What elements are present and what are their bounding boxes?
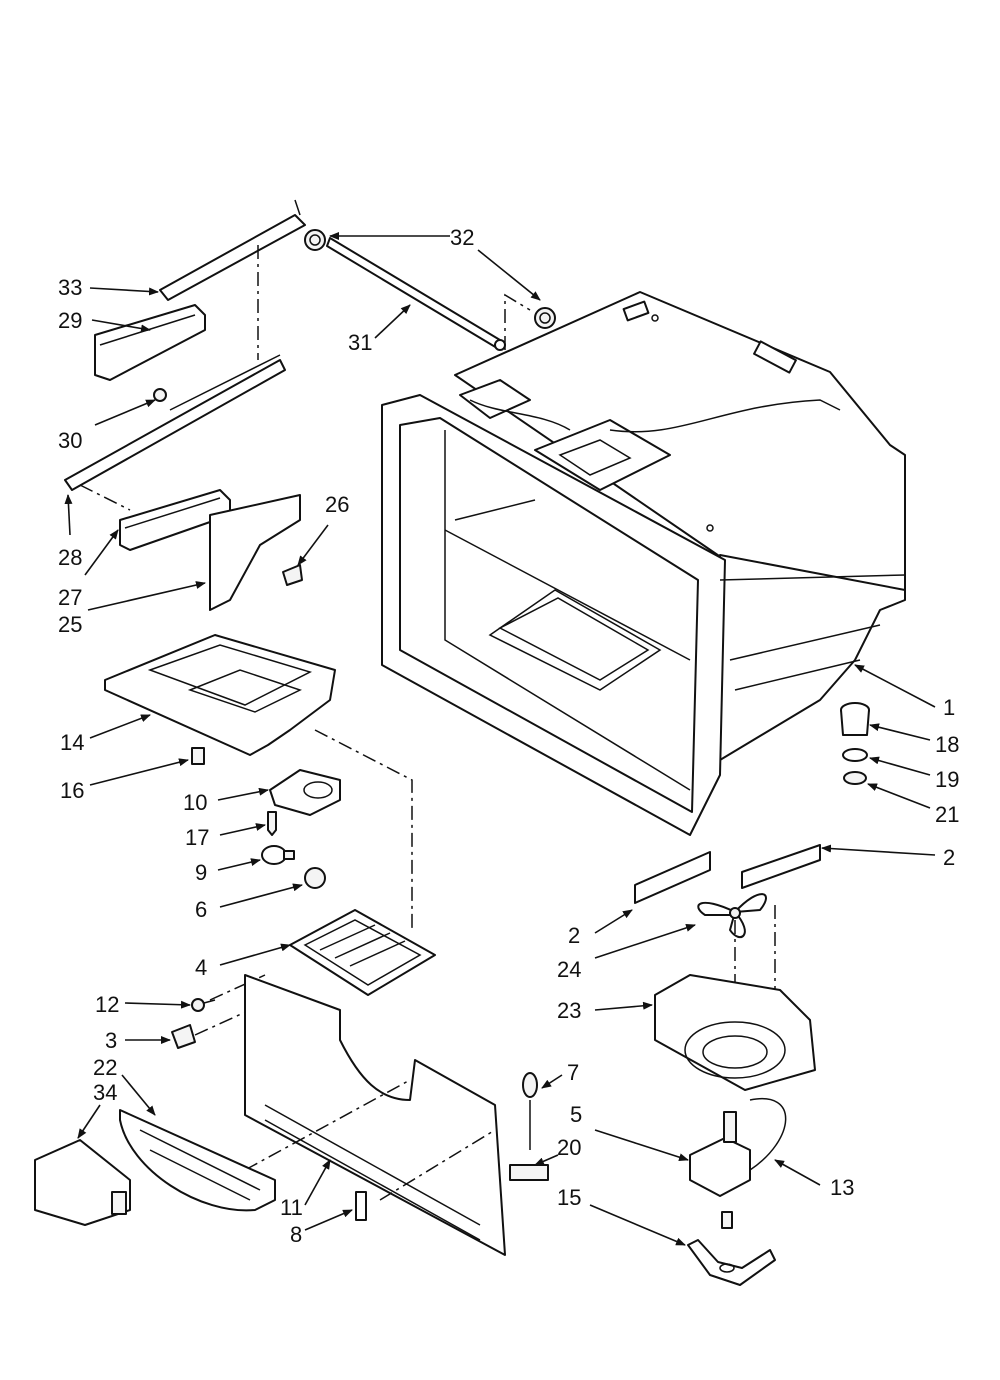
- lamp-socket-part: [304, 867, 326, 889]
- gear-part-lower: [534, 307, 556, 329]
- fan-motor-part: [689, 1111, 751, 1197]
- callout-26: 26: [325, 492, 349, 517]
- callout-29: 29: [58, 308, 82, 333]
- gear-part-upper: [304, 229, 326, 251]
- callout-21: 21: [935, 802, 959, 827]
- callout-22: 22: [93, 1055, 117, 1080]
- callout-13: 13: [830, 1175, 854, 1200]
- cap-part-21: [843, 771, 867, 785]
- fan-shroud-part: [654, 974, 816, 1091]
- top-slide-rail-part: [159, 199, 306, 301]
- callout-18: 18: [935, 732, 959, 757]
- callout-34: 34: [93, 1080, 117, 1105]
- callout-4: 4: [195, 955, 207, 980]
- callout-2-left: 2: [568, 923, 580, 948]
- leader-lines: [64, 232, 936, 1246]
- fan-cover-shelf-part: [104, 634, 336, 756]
- end-cap-part: [34, 1139, 131, 1226]
- shaft-rod-part: [326, 237, 506, 351]
- callout-17: 17: [185, 825, 209, 850]
- freezer-liner-part: [381, 291, 906, 836]
- screw-part-12: [191, 998, 216, 1012]
- callout-6: 6: [195, 897, 207, 922]
- callout-16: 16: [60, 778, 84, 803]
- callout-27: 27: [58, 585, 82, 610]
- callout-24: 24: [557, 957, 581, 982]
- callout-31: 31: [348, 330, 372, 355]
- grommet-part-18: [840, 702, 870, 736]
- washer-part-19: [842, 748, 868, 762]
- motor-bracket-part: [687, 1211, 776, 1286]
- rail-bracket-part: [94, 304, 206, 381]
- callout-7: 7: [567, 1060, 579, 1085]
- callout-28: 28: [58, 545, 82, 570]
- screw-part-17: [267, 811, 277, 836]
- callout-20: 20: [557, 1135, 581, 1160]
- thermistor-part: [355, 1191, 367, 1221]
- screw-part-26: [282, 564, 303, 586]
- callout-8: 8: [290, 1222, 302, 1247]
- callout-3: 3: [105, 1028, 117, 1053]
- probe-part: [522, 1072, 538, 1150]
- callout-30: 30: [58, 428, 82, 453]
- grille-tray-part: [289, 909, 436, 996]
- callout-9: 9: [195, 860, 207, 885]
- callout-14: 14: [60, 730, 84, 755]
- callout-12: 12: [95, 992, 119, 1017]
- callout-5: 5: [570, 1102, 582, 1127]
- callout-32: 32: [450, 225, 474, 250]
- drain-grille-part: [119, 1109, 276, 1212]
- side-bracket-part: [209, 494, 301, 611]
- callout-11: 11: [280, 1195, 303, 1220]
- fan-blade-part: [697, 893, 767, 939]
- callout-19: 19: [935, 767, 959, 792]
- screw-part-30: [153, 388, 167, 402]
- callout-23: 23: [557, 998, 581, 1023]
- long-slide-part: [64, 354, 286, 491]
- callout-10: 10: [183, 790, 207, 815]
- callout-15: 15: [557, 1185, 581, 1210]
- foam-pad-part-left: [634, 851, 711, 904]
- callout-33: 33: [58, 275, 82, 300]
- callout-labels: 1 2 2 3 4 5 6 7 8 9 10 11 12 13 14 15 16…: [58, 225, 959, 1247]
- callout-1: 1: [943, 695, 955, 720]
- light-bulb-part: [261, 845, 295, 865]
- wire-harness-part: [749, 1097, 787, 1171]
- callout-25: 25: [58, 612, 82, 637]
- evaporator-cover-panel-part: [244, 974, 506, 1256]
- clip-part-16: [191, 747, 205, 765]
- light-housing-part: [269, 769, 341, 816]
- callout-2-right: 2: [943, 845, 955, 870]
- foam-pad-part-right: [741, 844, 821, 889]
- damper-block-part: [171, 1024, 196, 1049]
- insulation-strip-part: [509, 1164, 549, 1181]
